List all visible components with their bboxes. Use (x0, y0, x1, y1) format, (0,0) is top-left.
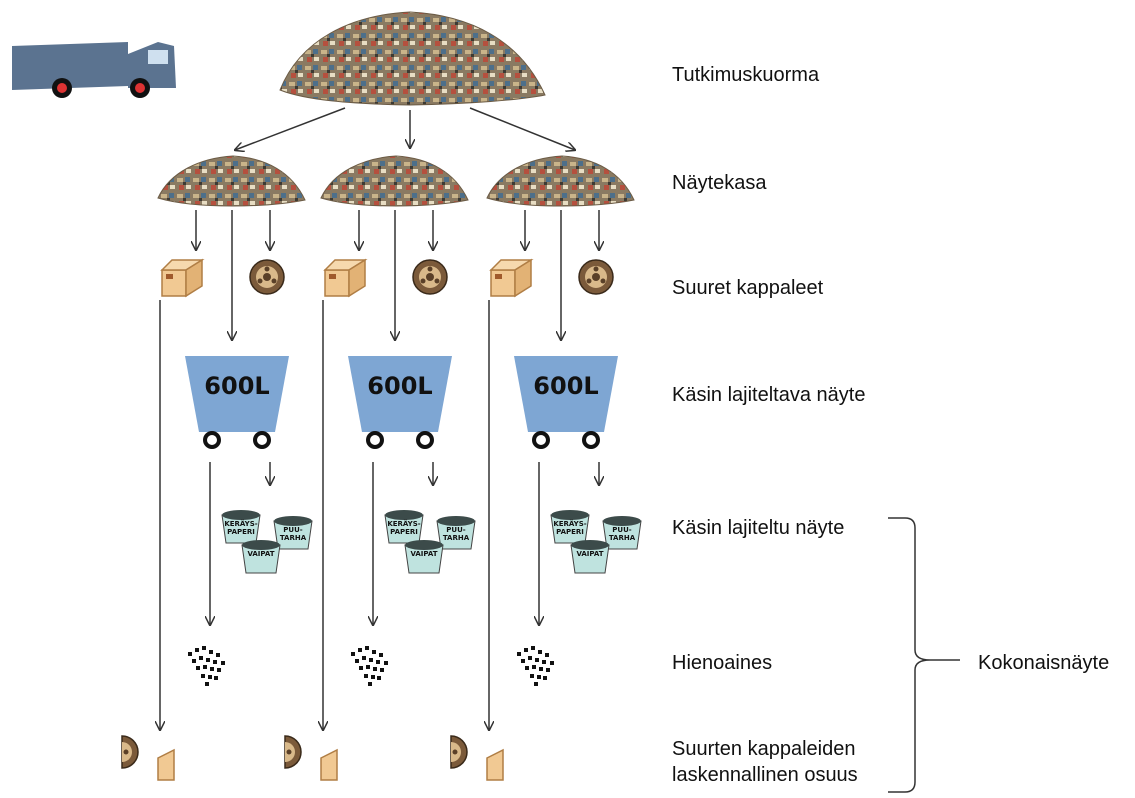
sorting-bin-icon: KERÄYS-PAPERI (221, 510, 261, 544)
bin-label: TARHA (609, 534, 636, 542)
bin-label: TARHA (280, 534, 307, 542)
fines-particles-icon (517, 646, 554, 686)
cardboard-box-icon (324, 259, 366, 297)
sorting-bin-icon: KERÄYS-PAPERI (384, 510, 424, 544)
label-large-items-share-line2: laskennallinen osuus (672, 764, 858, 786)
sorting-bin-icon: VAIPAT (404, 540, 444, 574)
tire-icon (578, 259, 614, 295)
tire-icon (412, 259, 448, 295)
fines-particles-icon (351, 646, 388, 686)
bin-label: PUU- (612, 526, 631, 534)
cardboard-box-icon (161, 259, 203, 297)
container-capacity-label: 600L (367, 372, 432, 400)
partial-tire-icon (121, 735, 139, 769)
container-600l-icon: 600L (514, 356, 618, 449)
label-hand-sorted-sample: Käsin lajiteltu näyte (672, 517, 845, 539)
top-arrows (235, 107, 575, 150)
bin-label: VAIPAT (247, 550, 274, 558)
sorting-bin-icon: PUU-TARHA (436, 516, 476, 550)
sample-pile-icon (320, 155, 469, 207)
label-sample-pile: Näytekasa (672, 172, 767, 194)
bin-label: TARHA (443, 534, 470, 542)
label-total-sample: Kokonaisnäyte (978, 652, 1110, 674)
cardboard-box-icon (490, 259, 532, 297)
label-large-items: Suuret kappaleet (672, 277, 824, 299)
container-capacity-label: 600L (204, 372, 269, 400)
partial-box-icon (157, 748, 175, 781)
sample-pile-icon (486, 155, 635, 207)
fines-particles-icon (188, 646, 225, 686)
total-sample-brace (888, 517, 960, 793)
garbage-truck-icon (12, 42, 176, 98)
bin-label: PUU- (446, 526, 465, 534)
container-600l-icon: 600L (185, 356, 289, 449)
bin-label: KERÄYS- (387, 519, 420, 528)
container-600l-icon: 600L (348, 356, 452, 449)
label-hand-sort-sample: Käsin lajiteltava näyte (672, 384, 866, 406)
bin-label: VAIPAT (576, 550, 603, 558)
label-large-items-share-line1: Suurten kappaleiden (672, 738, 856, 760)
label-research-load: Tutkimuskuorma (672, 64, 820, 86)
partial-box-icon (486, 748, 504, 781)
label-fines: Hienoaines (672, 652, 773, 674)
sorting-bin-icon: VAIPAT (241, 540, 281, 574)
partial-tire-icon (450, 735, 468, 769)
bin-label: PAPERI (390, 528, 418, 536)
bin-label: VAIPAT (410, 550, 437, 558)
bin-label: PUU- (283, 526, 302, 534)
partial-tire-icon (284, 735, 302, 769)
sample-pile-icon (157, 155, 306, 207)
bin-label: PAPERI (227, 528, 255, 536)
partial-box-icon (320, 748, 338, 781)
sorting-bin-icon: PUU-TARHA (602, 516, 642, 550)
sorting-bin-icon: KERÄYS-PAPERI (550, 510, 590, 544)
bin-label: PAPERI (556, 528, 584, 536)
bin-label: KERÄYS- (553, 519, 586, 528)
research-load-pile-icon (279, 11, 546, 106)
container-capacity-label: 600L (533, 372, 598, 400)
sorting-bin-icon: PUU-TARHA (273, 516, 313, 550)
bin-label: KERÄYS- (224, 519, 257, 528)
tire-icon (249, 259, 285, 295)
sorting-bin-icon: VAIPAT (570, 540, 610, 574)
